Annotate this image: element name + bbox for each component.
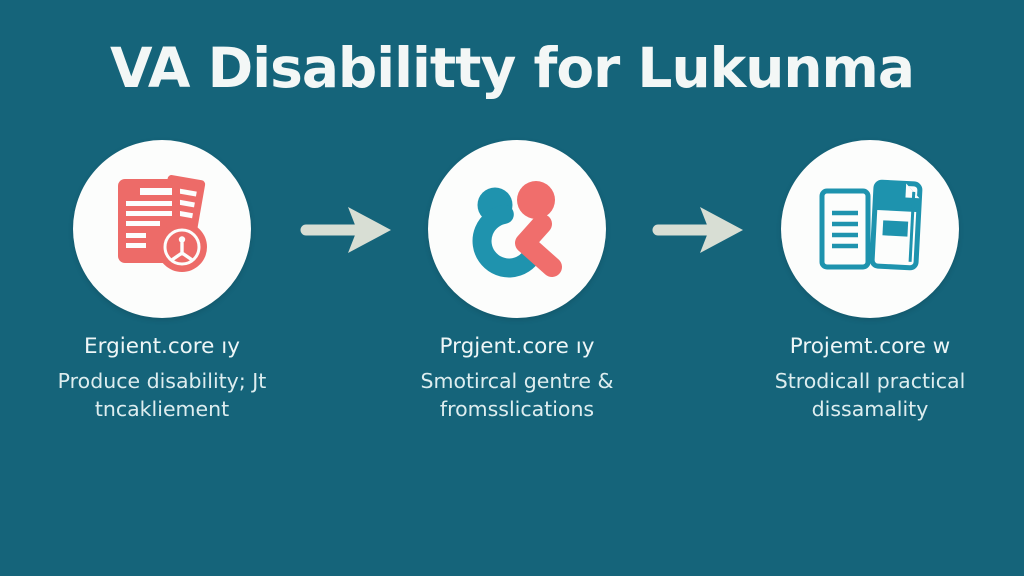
step-1-circle xyxy=(73,140,251,318)
step-3-circle xyxy=(781,140,959,318)
caregiver-people-icon xyxy=(457,167,577,291)
document-and-book-icon xyxy=(808,165,932,293)
step-3-heading: Projemt.core w xyxy=(789,334,951,359)
step-3-caption: Projemt.core w Strodicall practical diss… xyxy=(720,334,1020,423)
step-1-body-line-1: Produce disability; Jt xyxy=(57,369,267,393)
step-2-caption: Prgjent.core ıy Smotircal gentre & froms… xyxy=(367,334,667,423)
step-2-body-line-1: Smotircal gentre & xyxy=(420,369,614,393)
documents-with-seal-icon xyxy=(102,167,222,291)
step-3-body-line-2: dissamality xyxy=(811,396,929,421)
step-1-body-line-2: tncakliement xyxy=(94,396,230,421)
right-arrow-icon xyxy=(650,202,750,258)
step-3-body-line-1: Strodicall practical xyxy=(774,369,966,393)
step-1-heading: Ergient.core ıy xyxy=(84,334,240,359)
step-2-body-line-2: fromsslications xyxy=(439,396,595,421)
step-1-caption: Ergient.core ıy Produce disability; Jt t… xyxy=(12,334,312,423)
step-2-circle xyxy=(428,140,606,318)
step-2-heading: Prgjent.core ıy xyxy=(439,334,595,359)
right-arrow-icon xyxy=(298,202,398,258)
page-title: VA Disabilitty for Lukunma xyxy=(110,36,915,100)
